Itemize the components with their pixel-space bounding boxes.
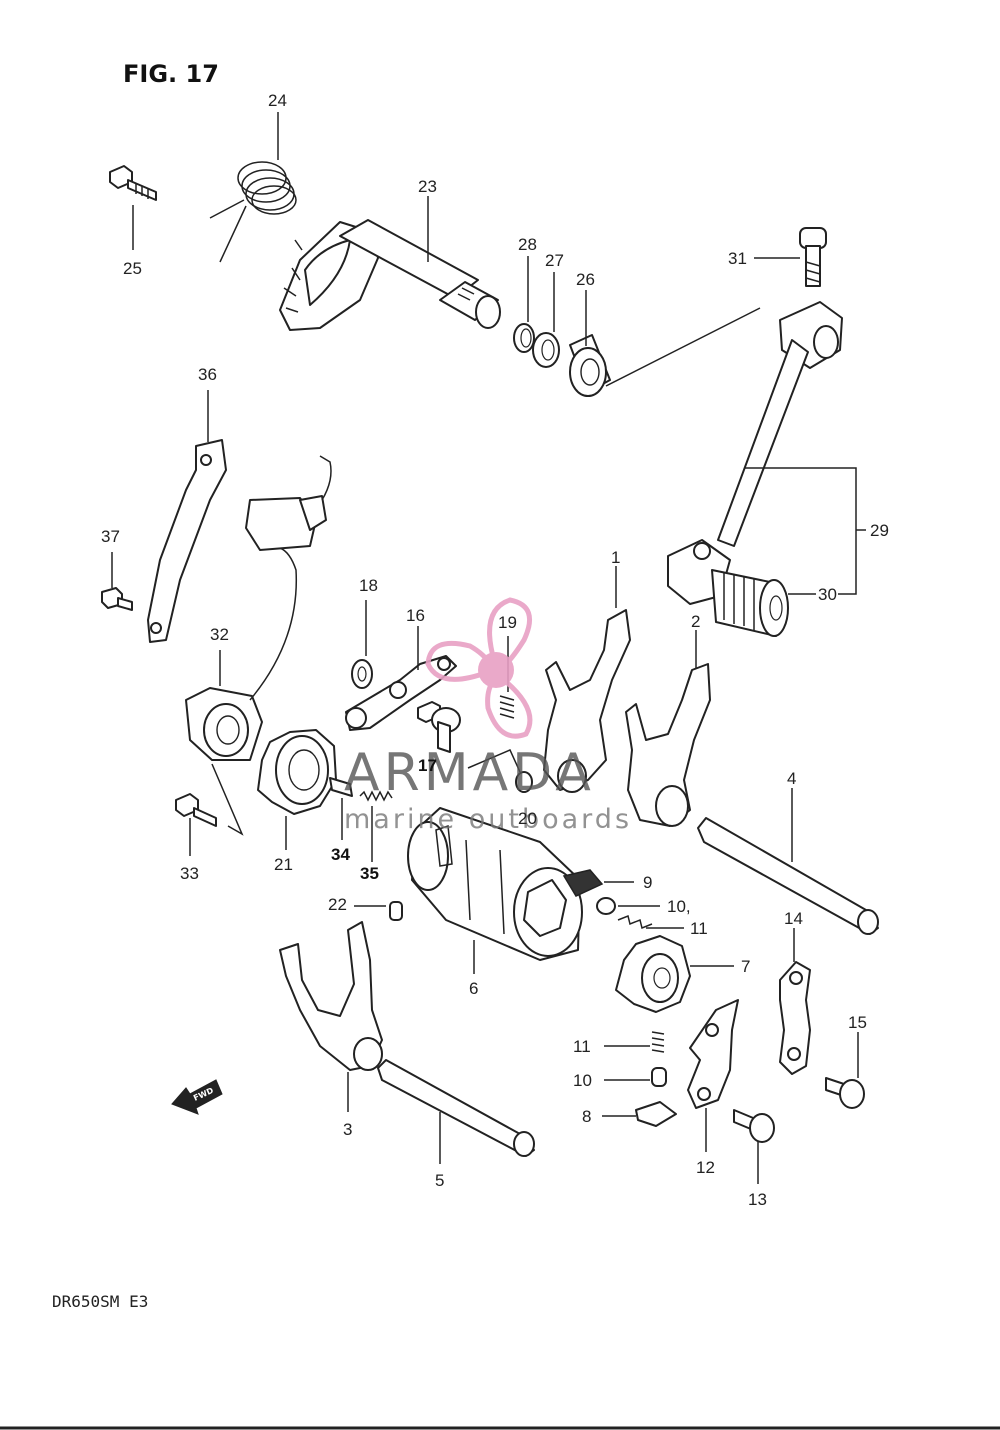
plate-9-drawing	[562, 869, 634, 897]
plate-36-drawing	[147, 390, 227, 643]
spring-11a-drawing	[617, 914, 684, 930]
circlip-28-drawing	[513, 256, 535, 353]
part-label-36: 36	[198, 365, 217, 384]
propeller-icon	[425, 597, 533, 739]
bolt-33-drawing	[175, 793, 217, 856]
part-label-14: 14	[784, 909, 803, 928]
bolt-17-drawing	[417, 701, 461, 753]
washer-18-drawing	[351, 600, 373, 689]
drum-6-drawing	[407, 807, 583, 974]
bolt-31-drawing	[754, 227, 827, 287]
part-label-31: 31	[728, 249, 747, 268]
shaft-5-drawing	[377, 1059, 535, 1164]
part-label-25: 25	[123, 259, 142, 278]
spring-35-drawing	[359, 790, 393, 862]
forward-arrow-icon: FWD	[171, 1079, 223, 1115]
part-label-23: 23	[418, 177, 437, 196]
screw-15-drawing	[825, 1032, 865, 1109]
pin-22-drawing	[354, 901, 403, 921]
part-label-11-upper: 11	[690, 919, 708, 938]
shaft-23-drawing	[279, 196, 501, 331]
part-label-3: 3	[343, 1120, 352, 1139]
part-label-13: 13	[748, 1190, 767, 1209]
part-label-37: 37	[101, 527, 120, 546]
part-label-4: 4	[787, 769, 796, 788]
pin-34-drawing	[329, 777, 353, 840]
plate-8-drawing	[602, 1101, 677, 1127]
part-label-22: 22	[328, 895, 347, 914]
plate-12-drawing	[687, 999, 739, 1152]
spring-11b-drawing	[604, 1031, 665, 1053]
gear-21-drawing	[257, 729, 337, 850]
screw-37-drawing	[101, 552, 133, 611]
part-label-10-upper: 10,	[667, 897, 691, 916]
pedal-30-drawing	[711, 569, 816, 637]
watermark-tagline: marine outboards	[344, 804, 632, 835]
pin-10b-drawing	[604, 1067, 667, 1087]
part-label-15: 15	[848, 1013, 867, 1032]
pin-10a-drawing	[596, 897, 660, 915]
washer-27-drawing	[532, 272, 560, 368]
part-label-6: 6	[469, 979, 478, 998]
part-label-2: 2	[691, 612, 700, 631]
part-label-29: 29	[870, 521, 889, 540]
part-label-30: 30	[818, 585, 837, 604]
part-label-18: 18	[359, 576, 378, 595]
part-label-7: 7	[741, 957, 750, 976]
model-code: DR650SM E3	[52, 1292, 148, 1311]
screw-13-drawing	[733, 1109, 775, 1184]
bearing-26-drawing	[569, 290, 761, 397]
shaft-4-drawing	[697, 788, 879, 935]
part-label-5: 5	[435, 1171, 444, 1190]
bolt-25-drawing	[109, 165, 157, 250]
figure-title: FIG. 17	[123, 60, 219, 88]
part-label-28: 28	[518, 235, 537, 254]
spring-24-drawing	[209, 112, 297, 263]
watermark: ARMADA marine outboards	[344, 597, 632, 835]
part-label-9: 9	[643, 873, 652, 892]
part-label-32: 32	[210, 625, 229, 644]
part-label-12: 12	[696, 1158, 715, 1177]
arm-16-drawing	[345, 626, 457, 731]
part-label-35: 35	[360, 864, 379, 883]
part-label-20: 20	[518, 809, 537, 828]
fork-2-drawing	[625, 630, 711, 827]
part-label-16: 16	[406, 606, 425, 625]
part-label-11-lower: 11	[573, 1037, 591, 1056]
part-label-24: 24	[268, 91, 287, 110]
fork-3-drawing	[279, 921, 383, 1112]
fork-1-drawing	[543, 566, 631, 793]
part-label-27: 27	[545, 251, 564, 270]
part-label-21: 21	[274, 855, 293, 874]
watermark-brand: ARMADA	[344, 743, 595, 803]
part-label-1: 1	[611, 548, 620, 567]
part-label-8: 8	[582, 1107, 591, 1126]
part-label-33: 33	[180, 864, 199, 883]
switch-32-drawing	[185, 455, 332, 836]
part-label-34: 34	[331, 845, 350, 864]
part-label-10-lower: 10	[573, 1071, 592, 1090]
part-label-17: 17	[418, 756, 437, 775]
part-label-26: 26	[576, 270, 595, 289]
part-label-19: 19	[498, 613, 517, 632]
plate-14-drawing	[779, 928, 811, 1075]
pin-20-drawing	[467, 749, 533, 793]
cam-7-drawing	[615, 935, 734, 1013]
